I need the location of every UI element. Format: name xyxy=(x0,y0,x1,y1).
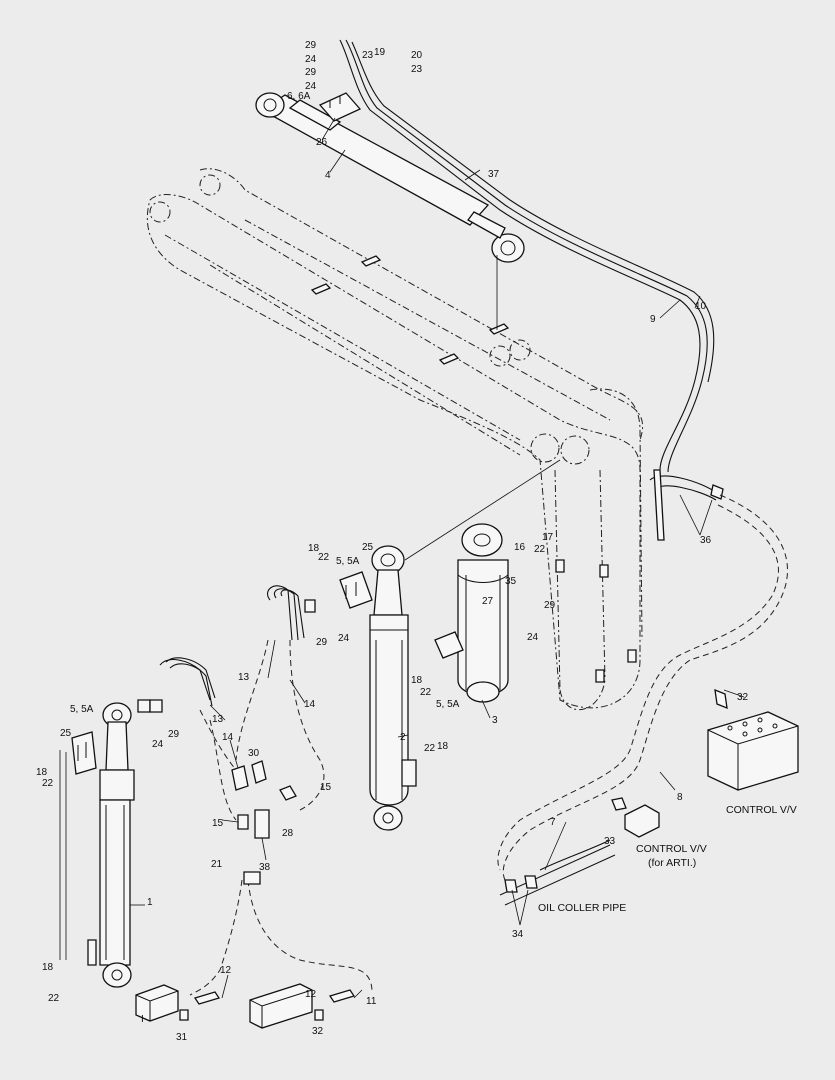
callout-6-6a: 6, 6A xyxy=(287,91,311,102)
callout-22-d: 22 xyxy=(424,743,436,754)
callout-29-a: 29 xyxy=(305,40,317,51)
callout-35: 35 xyxy=(505,576,517,587)
callout-14-upper: 14 xyxy=(304,699,316,710)
callout-22-a: 22 xyxy=(318,552,330,563)
callout-16: 16 xyxy=(514,542,526,553)
callout-18-a: 18 xyxy=(308,543,320,554)
callout-2: 2 xyxy=(400,732,406,743)
control-valve xyxy=(707,688,799,791)
cylinder-3 xyxy=(434,523,509,703)
callout-24-c: 24 xyxy=(338,633,350,644)
callout-29-d: 29 xyxy=(544,600,556,611)
callout-26: 26 xyxy=(316,137,328,148)
callout-9: 9 xyxy=(650,314,656,325)
callout-1: 1 xyxy=(147,897,153,908)
callout-34: 34 xyxy=(512,929,524,940)
callout-29-b: 29 xyxy=(305,67,317,78)
callout-5-5a-top: 5, 5A xyxy=(336,556,360,567)
callout-29-e: 29 xyxy=(168,729,180,740)
callout-36: 36 xyxy=(700,535,712,546)
callout-28: 28 xyxy=(282,828,294,839)
hoses-13-14-15 xyxy=(137,585,373,996)
callout-23-a: 23 xyxy=(362,50,374,61)
cylinder-1 xyxy=(71,702,135,988)
callout-11: 11 xyxy=(366,996,377,1007)
callout-18-d: 18 xyxy=(36,767,48,778)
callout-12-right: 12 xyxy=(305,989,317,1000)
callout-22-b: 22 xyxy=(534,544,546,555)
callout-24-d: 24 xyxy=(527,632,539,643)
callout-24-b: 24 xyxy=(305,81,317,92)
bottom-blocks xyxy=(135,983,356,1029)
callout-18-e: 18 xyxy=(42,962,54,973)
callout-10: 10 xyxy=(695,301,707,312)
callout-18-c: 18 xyxy=(437,741,449,752)
callout-13-lower: 13 xyxy=(212,714,224,725)
callout-18-b: 18 xyxy=(411,675,423,686)
callout-19: 19 xyxy=(374,47,386,58)
caption-control-vv-arti: CONTROL V/V xyxy=(636,843,707,855)
callout-3: 3 xyxy=(492,715,498,726)
hoses-9-10 xyxy=(339,39,788,881)
callout-12-left: 12 xyxy=(220,965,232,976)
callout-22-f: 22 xyxy=(48,993,60,1004)
callout-8: 8 xyxy=(677,792,683,803)
callout-labels: 1 2 3 4 5, 5A 5, 5A 5, 5A 6, 6A 7 8 9 10… xyxy=(36,40,749,1043)
callout-29-c: 29 xyxy=(316,637,328,648)
callout-37: 37 xyxy=(488,169,500,180)
callout-31: 31 xyxy=(176,1032,188,1043)
callout-15-left: 15 xyxy=(212,818,224,829)
cylinder-2 xyxy=(339,459,561,831)
captions: CONTROL V/V CONTROL V/V (for ARTI.) OIL … xyxy=(141,804,797,1025)
caption-control-vv: CONTROL V/V xyxy=(726,804,797,816)
callout-27: 27 xyxy=(482,596,494,607)
callout-14-lower: 14 xyxy=(222,732,234,743)
callout-30: 30 xyxy=(248,748,260,759)
callout-32-b: 32 xyxy=(312,1026,324,1037)
callout-20: 20 xyxy=(411,50,423,61)
callout-15-right: 15 xyxy=(320,782,332,793)
callout-13-upper: 13 xyxy=(238,672,250,683)
callout-17: 17 xyxy=(542,532,554,543)
callout-25-b: 25 xyxy=(60,728,72,739)
callout-38: 38 xyxy=(259,862,271,873)
callout-4: 4 xyxy=(325,170,331,181)
callout-22-e: 22 xyxy=(42,778,54,789)
callout-7: 7 xyxy=(550,817,556,828)
control-valve-arti xyxy=(611,797,660,838)
caption-oil-cooler-pipe: OIL COLLER PIPE xyxy=(538,902,626,914)
callout-25-a: 25 xyxy=(362,542,374,553)
callout-5-5a-right: 5, 5A xyxy=(436,699,460,710)
callout-24-a: 24 xyxy=(305,54,317,65)
callout-24-e: 24 xyxy=(152,739,164,750)
callout-5-5a-left: 5, 5A xyxy=(70,704,94,715)
leader-lines xyxy=(59,117,745,999)
caption-for-arti: (for ARTI.) xyxy=(648,857,696,869)
callout-22-c: 22 xyxy=(420,687,432,698)
callout-32-a: 32 xyxy=(737,692,749,703)
boom-assembly xyxy=(146,168,644,711)
callout-33: 33 xyxy=(604,836,616,847)
block-mark: I xyxy=(141,1014,144,1025)
callout-23-b: 23 xyxy=(411,64,423,75)
callout-21: 21 xyxy=(211,859,223,870)
oil-cooler-pipe xyxy=(499,839,616,906)
cylinder-4 xyxy=(255,92,525,330)
